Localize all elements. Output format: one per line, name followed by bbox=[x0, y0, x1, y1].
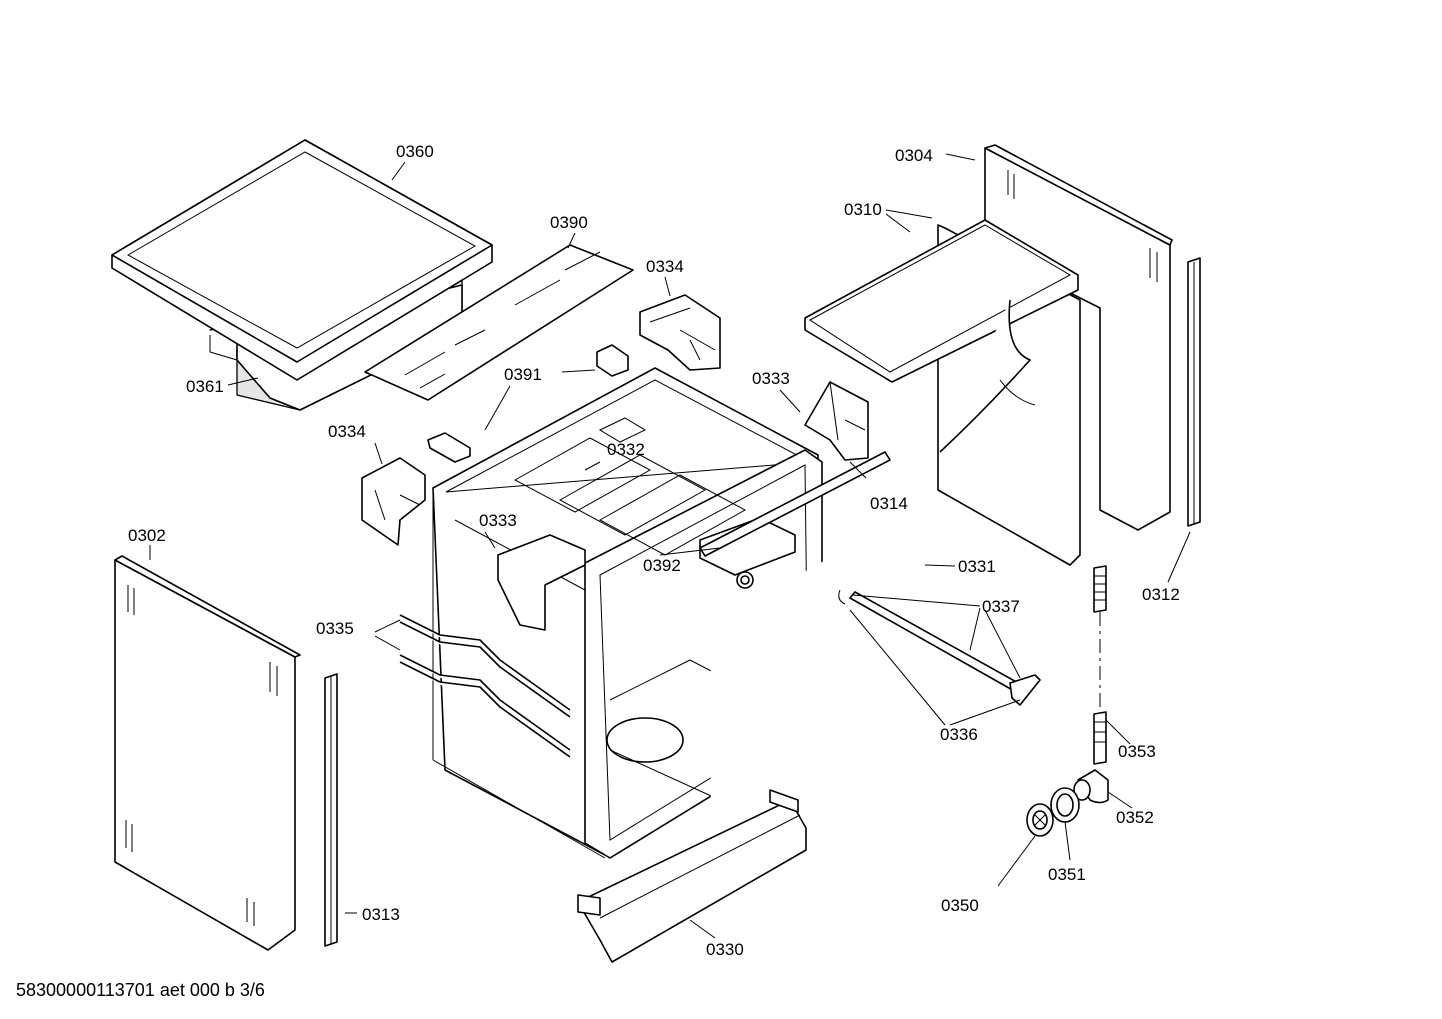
part-0391-brackets bbox=[427, 344, 629, 463]
label-0310: 0310 bbox=[844, 200, 882, 219]
label-0361: 0361 bbox=[186, 377, 224, 396]
part-0330-kick-plate bbox=[577, 789, 807, 963]
label-0333-right: 0333 bbox=[752, 369, 790, 388]
part-0310-base-panel bbox=[804, 219, 1081, 566]
label-0336: 0336 bbox=[940, 725, 978, 744]
label-0334-top: 0334 bbox=[646, 257, 684, 276]
leader-lines bbox=[149, 153, 1191, 939]
label-0332: 0332 bbox=[607, 440, 645, 459]
part-0352-elbow bbox=[1073, 769, 1109, 804]
label-0351: 0351 bbox=[1048, 865, 1086, 884]
part-0333-bracket-left bbox=[497, 534, 586, 631]
part-0314-strip bbox=[699, 451, 891, 557]
part-0337-bar bbox=[838, 589, 1041, 706]
label-0333-left: 0333 bbox=[479, 511, 517, 530]
label-0314: 0314 bbox=[870, 494, 908, 513]
label-0302: 0302 bbox=[128, 526, 166, 545]
part-0334-clip-top bbox=[639, 294, 721, 371]
label-0337: 0337 bbox=[982, 597, 1020, 616]
label-0313: 0313 bbox=[362, 905, 400, 924]
label-0335: 0335 bbox=[316, 619, 354, 638]
label-0391: 0391 bbox=[504, 365, 542, 384]
part-0302-side-panel bbox=[114, 555, 301, 951]
part-0333-bracket-right bbox=[804, 381, 869, 461]
part-0313-strip bbox=[324, 673, 338, 947]
label-0350: 0350 bbox=[941, 896, 979, 915]
label-0331: 0331 bbox=[958, 557, 996, 576]
part-0350-cap bbox=[1026, 803, 1054, 837]
label-0334-left: 0334 bbox=[328, 422, 366, 441]
part-0335-rails bbox=[399, 614, 571, 758]
part-0390-insulation bbox=[364, 244, 634, 401]
label-0330: 0330 bbox=[706, 940, 744, 959]
label-0392: 0392 bbox=[643, 556, 681, 575]
part-0351-ring bbox=[1050, 787, 1080, 823]
part-0334-clip-left bbox=[361, 457, 426, 546]
drawing-reference-footer: 58300000113701 aet 000 b 3/6 bbox=[16, 980, 265, 1000]
label-0352: 0352 bbox=[1116, 808, 1154, 827]
label-0390: 0390 bbox=[550, 213, 588, 232]
label-0312: 0312 bbox=[1142, 585, 1180, 604]
label-0360: 0360 bbox=[396, 142, 434, 161]
part-0353-hose bbox=[1093, 565, 1107, 765]
part-0360-top-cover bbox=[111, 139, 493, 411]
part-0312-strip bbox=[1187, 257, 1201, 527]
label-0353: 0353 bbox=[1118, 742, 1156, 761]
label-0304: 0304 bbox=[895, 146, 933, 165]
